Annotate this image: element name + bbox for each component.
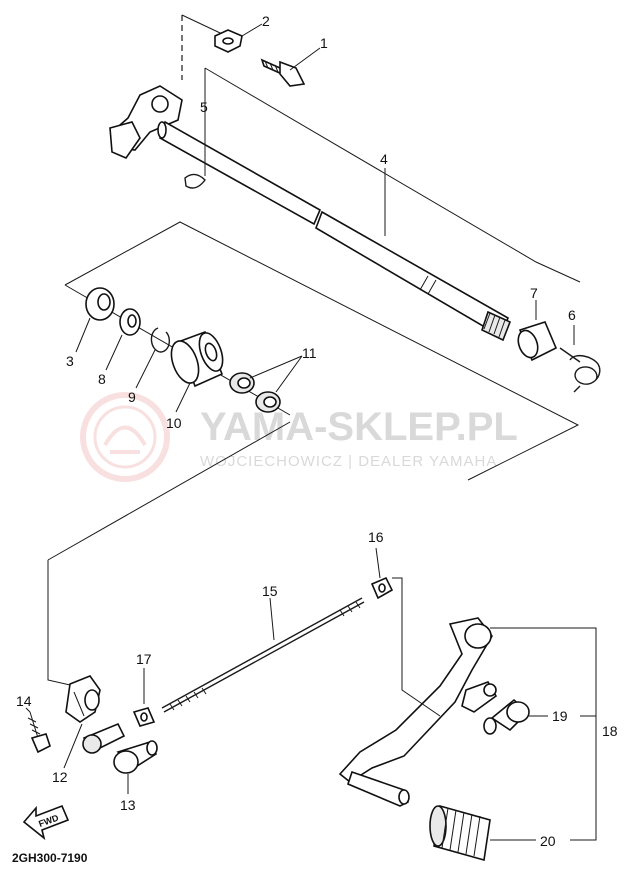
part-10-bushing (170, 330, 224, 388)
callout-12: 12 (52, 769, 68, 785)
diagram-code: 2GH300-7190 (12, 851, 88, 865)
part-12-shift-arm (65, 675, 101, 723)
yamaha-logo-watermark (80, 392, 170, 482)
group-bracket (47, 421, 291, 561)
callout-10: 10 (166, 415, 182, 431)
callout-20: 20 (540, 833, 556, 849)
callout-9: 9 (128, 389, 136, 405)
part-2-nut (214, 29, 243, 53)
callout-15: 15 (262, 583, 278, 599)
part-15-shift-rod (161, 597, 365, 713)
callout-8: 8 (98, 371, 106, 387)
callout-7: 7 (530, 285, 538, 301)
part-19-joint (483, 698, 530, 735)
part-17-nut (132, 707, 156, 727)
callout-6: 6 (568, 307, 576, 323)
part-20-pedal-rubber (429, 804, 491, 862)
part-12-joint (82, 722, 126, 754)
callout-1: 1 (320, 35, 328, 51)
part-8-washer (119, 308, 141, 336)
callout-13: 13 (120, 797, 136, 813)
fwd-arrow-icon: FWD (22, 804, 70, 841)
part-13-joint (113, 740, 158, 774)
group-bracket (204, 67, 581, 283)
part-18-shift-pedal (338, 617, 498, 807)
watermark-title: YAMA-SKLEP.PL (200, 405, 518, 449)
group-bracket (47, 560, 71, 686)
part-11-oil-seals (229, 372, 281, 413)
callout-11: 11 (302, 345, 317, 361)
part-5-clip (184, 120, 206, 189)
callout-2: 2 (262, 13, 270, 29)
watermark: YAMA-SKLEP.PL WOJCIECHOWICZ | DEALER YAM… (80, 392, 518, 482)
part-3-washer (85, 287, 115, 321)
group-bracket (64, 221, 580, 481)
watermark-subtitle: WOJCIECHOWICZ | DEALER YAMAHA (200, 453, 497, 470)
shift-arm-upper (109, 85, 183, 159)
part-16-nut (370, 576, 394, 600)
callout-19: 19 (552, 708, 568, 724)
callout-3: 3 (66, 353, 74, 369)
part-9-circlip (150, 327, 171, 353)
part-14-bolt (27, 711, 51, 754)
callout-18: 18 (602, 723, 618, 739)
callout-17: 17 (136, 651, 152, 667)
leader-lines-lower (25, 547, 597, 841)
callout-numbers: 1 2 3 4 5 6 7 8 9 10 11 12 13 14 15 16 1… (16, 13, 618, 849)
part-7-collar (517, 321, 558, 362)
callout-16: 16 (368, 529, 384, 545)
callout-4: 4 (380, 151, 388, 167)
callout-5: 5 (200, 99, 208, 115)
leader-lines-upper (75, 23, 575, 413)
part-4-shift-shaft (157, 120, 512, 342)
part-6-spring (559, 347, 601, 393)
callout-14: 14 (16, 693, 32, 709)
